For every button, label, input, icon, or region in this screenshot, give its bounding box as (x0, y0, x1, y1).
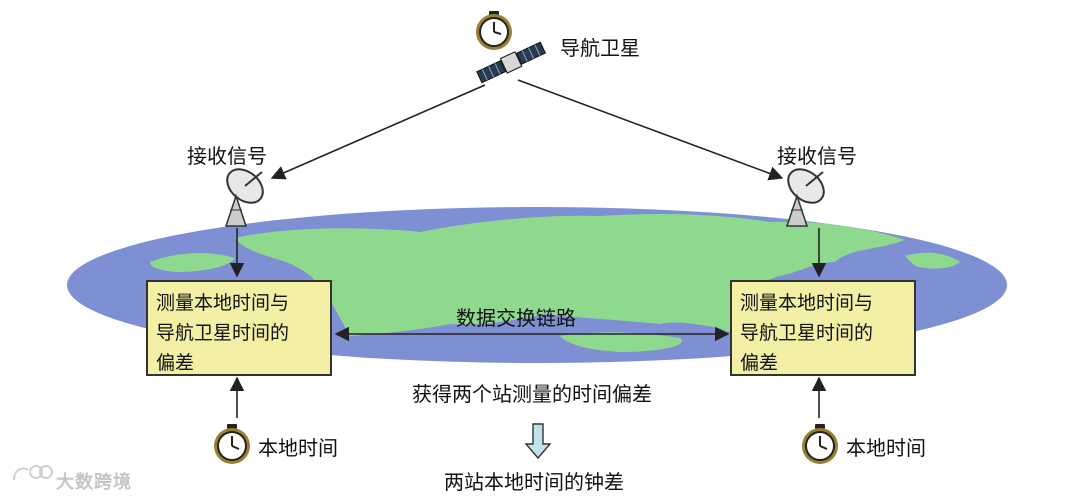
watermark: 大数跨境 (10, 468, 132, 494)
measure-box-right: 测量本地时间与 导航卫星时间的 偏差 (730, 280, 916, 376)
satellite-clock-icon (476, 11, 512, 50)
measure-box-right-line-3: 偏差 (740, 352, 779, 374)
watermark-logo-icon (13, 465, 53, 481)
dish-antenna-icon-right (785, 168, 825, 227)
local-time-label-right: 本地时间 (846, 436, 926, 460)
signal-arrow-left (270, 84, 486, 180)
dish-antenna-icon-left (224, 168, 264, 227)
land-patch-east (905, 252, 960, 269)
measure-box-left: 测量本地时间与 导航卫星时间的 偏差 (146, 280, 332, 376)
stopwatch-icon-left (214, 424, 250, 464)
measure-box-left-line-2: 导航卫星时间的 (156, 322, 290, 344)
result-label: 获得两个站测量的时间偏差 (412, 382, 652, 406)
final-label: 两站本地时间的钟差 (444, 470, 624, 494)
landmass (235, 214, 905, 336)
data-link-label: 数据交换链路 (456, 306, 576, 330)
receive-label-right: 接收信号 (777, 144, 857, 168)
signal-arrow-right (517, 79, 784, 181)
receive-label-left: 接收信号 (187, 144, 267, 168)
local-time-label-left: 本地时间 (258, 436, 338, 460)
measure-box-left-line-1: 测量本地时间与 (156, 292, 290, 314)
measure-box-right-line-1: 测量本地时间与 (740, 292, 874, 314)
down-arrow-icon (524, 423, 552, 460)
satellite-with-clock-icon (476, 11, 547, 84)
stopwatch-icon-right (802, 424, 838, 464)
measure-box-left-line-3: 偏差 (156, 352, 195, 374)
watermark-text: 大数跨境 (56, 472, 132, 493)
land-patch-west (150, 253, 235, 272)
satellite-body-icon (476, 41, 547, 84)
satellite-label: 导航卫星 (560, 36, 640, 60)
measure-box-right-line-2: 导航卫星时间的 (740, 322, 874, 344)
